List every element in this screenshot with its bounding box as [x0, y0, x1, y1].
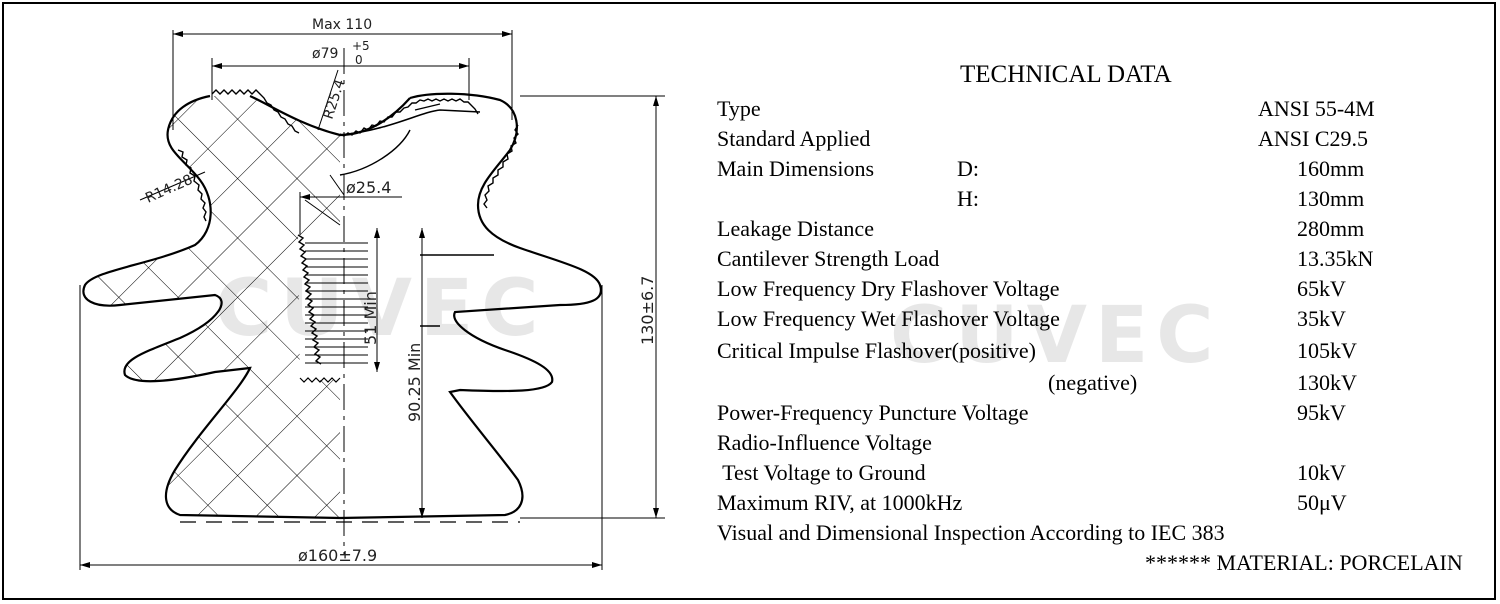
- technical-data-title: TECHNICAL DATA: [960, 61, 1172, 88]
- top-dia-sup: +5: [352, 39, 370, 53]
- row-cantilever-label: Cantilever Strength Load: [717, 246, 940, 271]
- left-section-outline: [82, 94, 341, 520]
- arrow: [653, 96, 659, 106]
- pin-top-chamfer: [304, 199, 341, 226]
- top-left-serration: [211, 89, 300, 134]
- max-width-label: Max 110: [312, 17, 372, 33]
- arrow: [173, 31, 183, 37]
- row-dry-flashover-label: Low Frequency Dry Flashover Voltage: [717, 276, 1060, 301]
- row-dimensions-h-value: 130mm: [1297, 186, 1365, 211]
- arrow: [300, 194, 310, 200]
- top-right-serration: [339, 98, 479, 137]
- row-wet-flashover-label: Low Frequency Wet Flashover Voltage: [717, 306, 1060, 331]
- pin-height-label: 90.25 Min: [405, 343, 424, 422]
- row-impulse-positive-label: Critical Impulse Flashover(positive): [717, 338, 1036, 363]
- row-impulse-positive-value: 105kV: [1297, 338, 1357, 363]
- row-dimensions-d-value: 160mm: [1297, 156, 1365, 181]
- pin-dia-label: ø25.4: [346, 178, 391, 197]
- row-dimensions-label: Main Dimensions: [717, 156, 875, 181]
- base-dia-label: ø160±7.9: [298, 546, 377, 565]
- row-cantilever-value: 13.35kN: [1297, 246, 1374, 271]
- row-puncture-label: Power-Frequency Puncture Voltage: [717, 400, 1029, 425]
- row-impulse-negative-label: (negative): [1048, 370, 1138, 395]
- row-puncture-value: 95kV: [1297, 400, 1346, 425]
- watermark-right: CUVEC: [890, 291, 1221, 381]
- row-dimensions-h: H:: [957, 186, 979, 211]
- height-label: 130±6.7: [638, 276, 657, 345]
- pin-bottom-serration: [299, 377, 341, 383]
- arrow: [459, 63, 469, 69]
- arrow: [80, 562, 90, 568]
- arrow: [374, 362, 380, 372]
- right-inner-top: [339, 109, 481, 136]
- radius-side-leader: [139, 171, 206, 201]
- left-side-serration: [177, 149, 207, 222]
- inspection-note: Visual and Dimensional Inspection Accord…: [717, 520, 1225, 545]
- row-leakage-value: 280mm: [1297, 216, 1365, 241]
- row-dimensions-d: D:: [957, 156, 979, 181]
- row-dry-flashover-value: 65kV: [1297, 276, 1346, 301]
- thread-lines: [305, 242, 368, 364]
- radius-top-leader: [317, 69, 339, 131]
- row-impulse-negative-value: 130kV: [1297, 370, 1357, 395]
- row-riv-label: Radio-Influence Voltage: [717, 430, 932, 455]
- arrow: [653, 508, 659, 518]
- arrow: [419, 508, 425, 518]
- row-standard-value: ANSI C29.5: [1258, 126, 1369, 151]
- arrow: [212, 63, 222, 69]
- arrow: [592, 562, 602, 568]
- row-test-voltage-value: 10kV: [1297, 460, 1346, 485]
- top-dia-label: ø79: [312, 46, 338, 62]
- row-wet-flashover-value: 35kV: [1297, 306, 1346, 331]
- row-leakage-label: Leakage Distance: [717, 216, 874, 241]
- pin-dia-leader: [329, 174, 345, 196]
- arrow: [374, 228, 380, 238]
- row-standard-label: Standard Applied: [717, 126, 871, 151]
- arrow: [419, 228, 425, 238]
- row-type-label: Type: [717, 96, 761, 121]
- right-inner-lines: [339, 103, 441, 176]
- right-outline: [339, 92, 603, 520]
- thread-depth-label: 51 Min: [361, 291, 380, 345]
- row-test-voltage-label: Test Voltage to Ground: [717, 460, 926, 485]
- arrow: [502, 31, 512, 37]
- row-type-value: ANSI 55-4M: [1258, 96, 1375, 121]
- top-dia-sub: 0: [355, 53, 363, 67]
- row-max-riv-value: 50μV: [1297, 490, 1347, 515]
- row-max-riv-label: Maximum RIV, at 1000kHz: [717, 490, 963, 515]
- material-note: ****** MATERIAL: PORCELAIN: [1145, 550, 1463, 575]
